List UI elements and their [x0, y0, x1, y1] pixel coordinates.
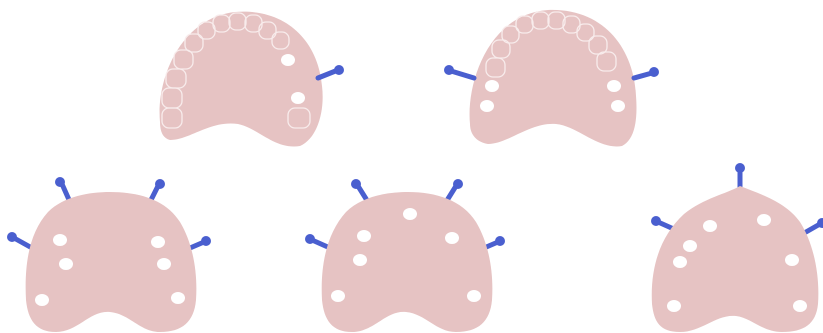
palate-base	[470, 10, 637, 147]
attachment-pin	[444, 65, 474, 78]
palate-base	[26, 192, 197, 332]
attachment-pin	[634, 67, 659, 78]
implant-hole	[683, 240, 697, 252]
attachment-pin	[318, 65, 344, 78]
denture-diagram-partial-two-attachments	[444, 10, 659, 147]
palate-base	[160, 12, 323, 147]
implant-hole	[35, 294, 49, 306]
implant-hole	[403, 208, 417, 220]
implant-hole	[353, 254, 367, 266]
denture-diagram-edentulous-four-a	[7, 177, 211, 332]
implant-hole	[171, 292, 185, 304]
implant-hole	[281, 54, 295, 66]
denture-diagram-edentulous-four-b	[305, 179, 505, 332]
implant-hole	[157, 258, 171, 270]
implant-hole	[331, 290, 345, 302]
implant-hole	[445, 232, 459, 244]
implant-hole	[611, 100, 625, 112]
implant-hole	[703, 220, 717, 232]
denture-diagram-partial-one-attachment	[160, 12, 344, 147]
implant-hole	[59, 258, 73, 270]
denture-diagram-edentulous-three	[651, 163, 823, 332]
implant-hole	[467, 290, 481, 302]
implant-hole	[757, 214, 771, 226]
implant-hole	[357, 230, 371, 242]
implant-hole	[607, 80, 621, 92]
implant-hole	[291, 92, 305, 104]
implant-hole	[480, 100, 494, 112]
implant-hole	[673, 256, 687, 268]
implant-hole	[667, 300, 681, 312]
implant-hole	[485, 80, 499, 92]
implant-hole	[151, 236, 165, 248]
implant-hole	[53, 234, 67, 246]
implant-hole	[785, 254, 799, 266]
implant-hole	[793, 300, 807, 312]
